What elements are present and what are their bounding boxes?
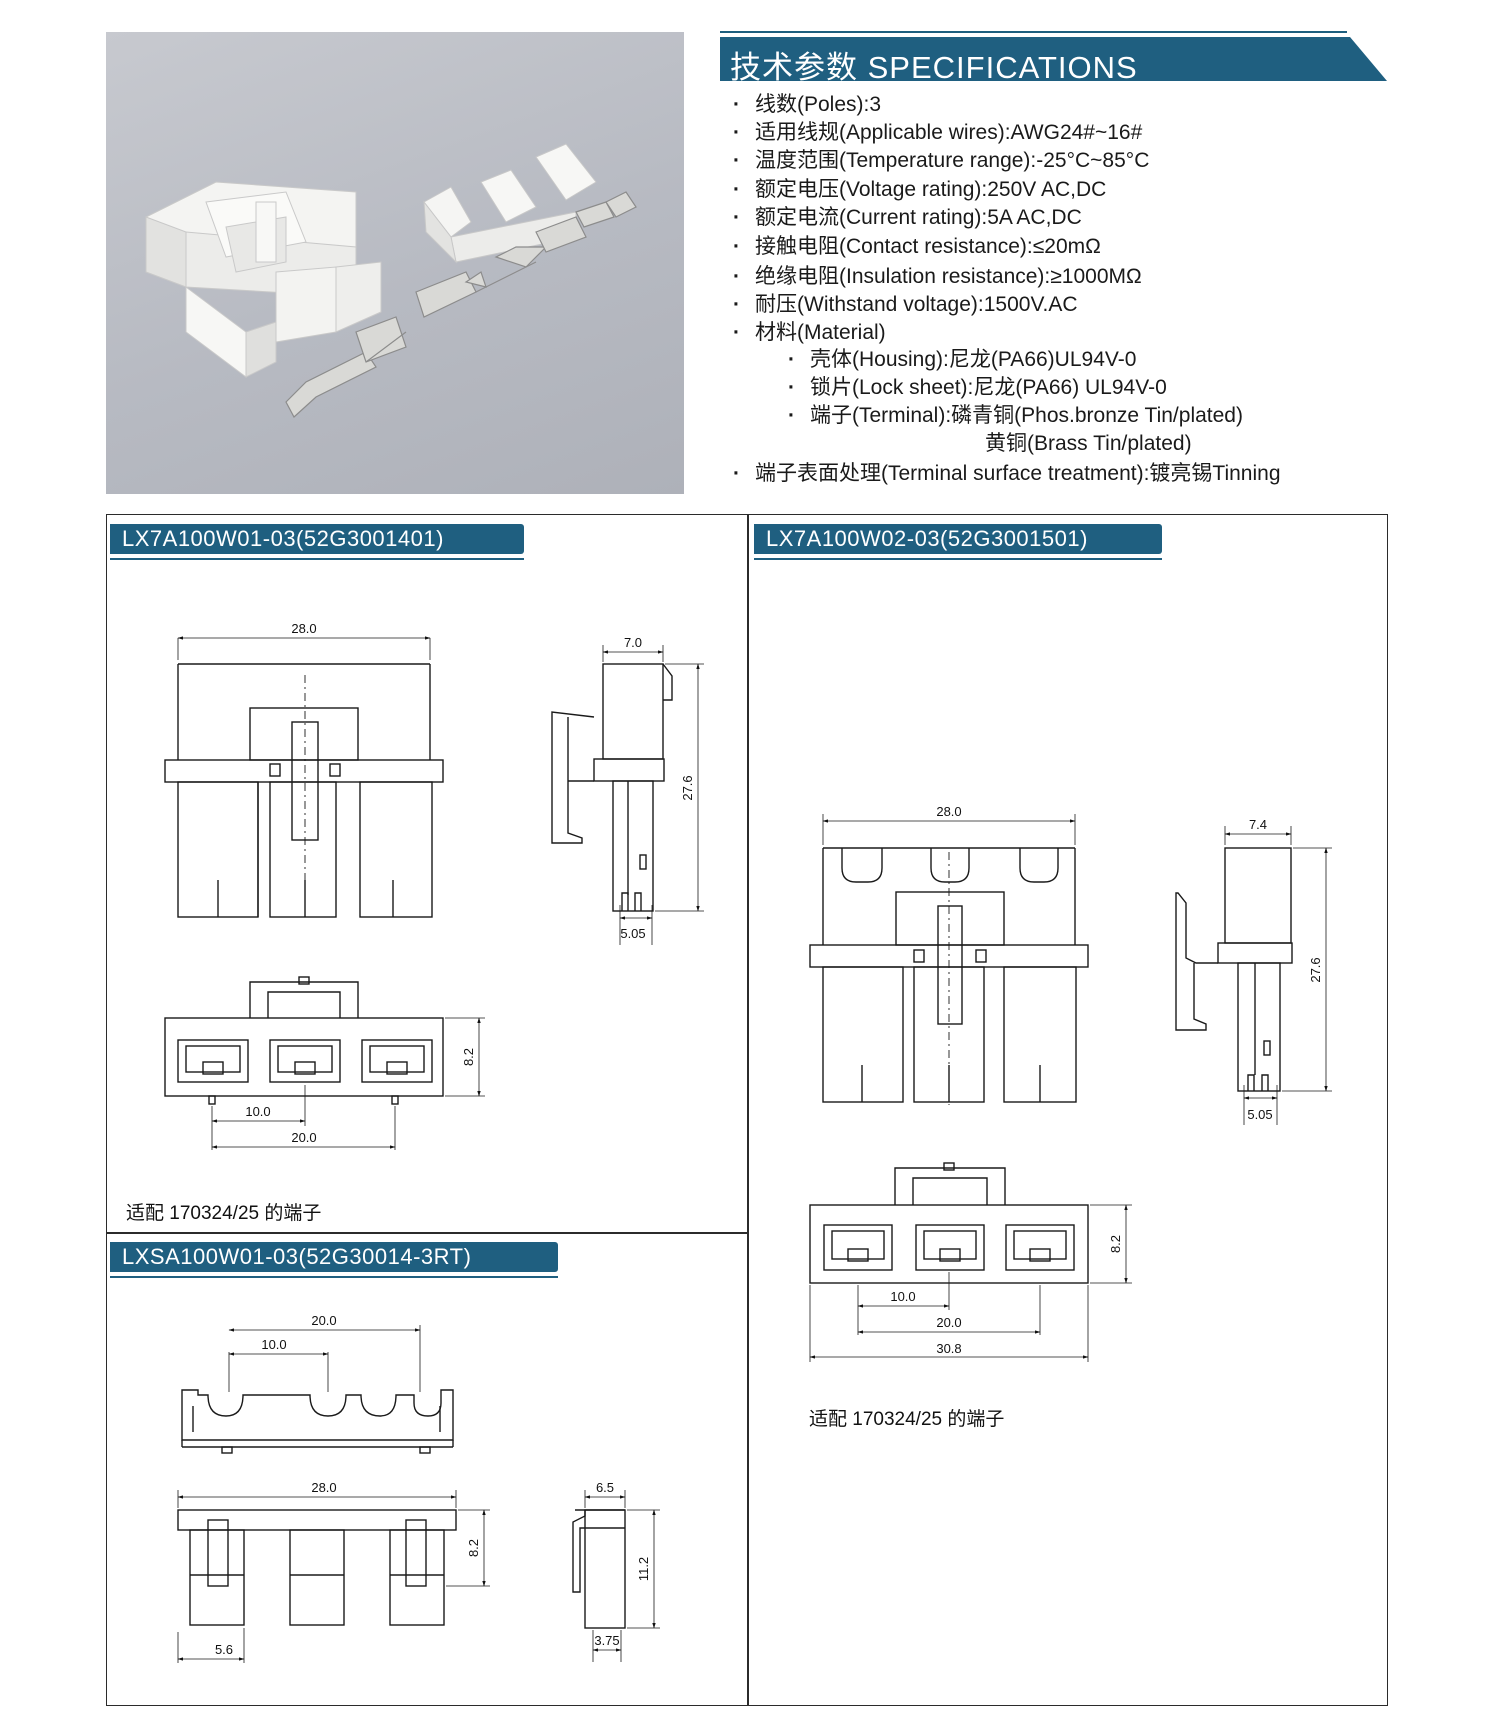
dim-p2-width: 28.0 xyxy=(936,804,961,819)
dim-p1-height: 27.6 xyxy=(680,775,695,800)
p1-front-view xyxy=(164,636,444,920)
bullet-icon: · xyxy=(733,293,740,316)
bullet-icon: · xyxy=(733,321,740,344)
terminal-note-p1: 适配 170324/25 的端子 xyxy=(126,1203,322,1224)
p3-front-view xyxy=(177,1490,490,1663)
spec-item-text: 端子表面处理(Terminal surface treatment):镀亮锡Ti… xyxy=(755,462,1281,485)
part-label-underline xyxy=(754,558,1162,560)
bullet-icon: · xyxy=(733,149,740,172)
p3-side-view xyxy=(572,1490,660,1662)
p1-cavity-1 xyxy=(177,1039,249,1083)
spec-item-text: 额定电流(Current rating):5A AC,DC xyxy=(755,206,1082,229)
part-label-p1: LX7A100W01-03(52G3001401) xyxy=(110,524,524,554)
spec-item-text: 材料(Material) xyxy=(755,321,886,344)
part-label-p2: LX7A100W02-03(52G3001501) xyxy=(754,524,1162,554)
spec-title-banner: 技术参数 SPECIFICATIONS xyxy=(720,37,1387,85)
frame-divider-vertical xyxy=(747,514,749,1706)
bullet-icon: · xyxy=(733,178,740,201)
spec-item-text: 绝缘电阻(Insulation resistance):≥1000MΩ xyxy=(755,265,1142,288)
spec-item-text: 端子(Terminal):磷青铜(Phos.bronze Tin/plated) xyxy=(810,404,1243,427)
spec-item: · 材料(Material) xyxy=(733,320,886,346)
dim-p2-face-height: 8.2 xyxy=(1108,1235,1123,1253)
dim-p3-pitch: 10.0 xyxy=(261,1337,286,1352)
housing-image xyxy=(145,181,382,378)
p2-front-view xyxy=(809,814,1089,1105)
dim-p2-height: 27.6 xyxy=(1308,957,1323,982)
spec-item-text: 接触电阻(Contact resistance):≤20mΩ xyxy=(755,235,1101,258)
lock-sheet-image xyxy=(423,143,597,264)
bullet-icon: · xyxy=(788,404,795,427)
part-label-underline xyxy=(110,558,524,560)
spec-item: · 额定电压(Voltage rating):250V AC,DC xyxy=(733,177,1106,203)
bullet-icon: · xyxy=(733,235,740,258)
dimension-labels: 28.0 7.0 27.6 5.05 8.2 10.0 20.0 28.0 7.… xyxy=(215,621,1323,1657)
spec-item: · 额定电流(Current rating):5A AC,DC xyxy=(733,205,1082,231)
spec-item-text: 温度范围(Temperature range):-25°C~85°C xyxy=(755,149,1150,172)
spec-item: · 线数(Poles):3 xyxy=(733,92,881,118)
part-label-p3: LXSA100W01-03(52G30014-3RT) xyxy=(110,1242,558,1272)
spec-item-text: 额定电压(Voltage rating):250V AC,DC xyxy=(755,178,1107,201)
bullet-icon: · xyxy=(733,462,740,485)
dim-p2-side-width: 7.4 xyxy=(1249,817,1267,832)
p2-face-view xyxy=(809,1162,1132,1362)
spec-item-text: 耐压(Withstand voltage):1500V.AC xyxy=(755,293,1078,316)
p1-cavity-3 xyxy=(361,1039,433,1083)
p2-side-view xyxy=(1175,826,1332,1125)
dim-p3-side-width: 6.5 xyxy=(596,1480,614,1495)
dim-p3-height: 8.2 xyxy=(466,1539,481,1557)
dim-p1-side-width: 7.0 xyxy=(624,635,642,650)
spec-title-rule xyxy=(720,31,1347,33)
spec-item-text: 线数(Poles):3 xyxy=(755,93,882,116)
bullet-icon: · xyxy=(788,348,795,371)
spec-item: · 适用线规(Applicable wires):AWG24#~16# xyxy=(733,120,1142,146)
dim-p3-span: 20.0 xyxy=(311,1313,336,1328)
bullet-icon: · xyxy=(733,121,740,144)
p1-side-view xyxy=(551,645,704,945)
spec-item-text: 黄铜(Brass Tin/plated) xyxy=(985,432,1192,455)
dim-p2-span: 20.0 xyxy=(936,1315,961,1330)
spec-item: · 壳体(Housing):尼龙(PA66)UL94V-0 xyxy=(788,347,1136,373)
bullet-icon: · xyxy=(733,93,740,116)
dim-p2-side-bottom: 5.05 xyxy=(1247,1107,1272,1122)
p2-cavity-3 xyxy=(1005,1224,1075,1271)
product-photo xyxy=(106,32,684,494)
spec-item: · 接触电阻(Contact resistance):≤20mΩ xyxy=(733,234,1101,260)
spec-item-text: 壳体(Housing):尼龙(PA66)UL94V-0 xyxy=(810,348,1137,371)
p2-cavity-1 xyxy=(823,1224,893,1271)
dim-p3-bottom: 5.6 xyxy=(215,1642,233,1657)
spec-title: 技术参数 SPECIFICATIONS xyxy=(730,50,1138,85)
spec-item-text: 适用线规(Applicable wires):AWG24#~16# xyxy=(755,121,1143,144)
dim-p2-total: 30.8 xyxy=(936,1341,961,1356)
spec-item: · 锁片(Lock sheet):尼龙(PA66) UL94V-0 xyxy=(788,375,1167,401)
bullet-icon: · xyxy=(733,206,740,229)
part-label-underline xyxy=(110,1276,558,1278)
spec-item: 黄铜(Brass Tin/plated) xyxy=(963,431,1192,457)
dim-p2-pitch: 10.0 xyxy=(890,1289,915,1304)
bullet-icon: · xyxy=(733,265,740,288)
dim-p1-width: 28.0 xyxy=(291,621,316,636)
dim-p3-side-height: 11.2 xyxy=(636,1557,651,1581)
dim-p1-span: 20.0 xyxy=(291,1130,316,1145)
p2-cavity-2 xyxy=(915,1224,985,1271)
p1-face-view xyxy=(164,976,485,1150)
frame-divider-horizontal xyxy=(106,1232,748,1234)
dim-p3-side-bottom: 3.75 xyxy=(594,1633,619,1648)
dim-p1-pitch: 10.0 xyxy=(245,1104,270,1119)
bullet-icon: · xyxy=(788,376,795,399)
dim-p1-face-height: 8.2 xyxy=(461,1048,476,1066)
dim-p1-side-bottom: 5.05 xyxy=(620,926,645,941)
terminal-note-p2: 适配 170324/25 的端子 xyxy=(809,1409,1005,1430)
terminal-strip-image xyxy=(285,191,637,418)
spec-item: · 端子表面处理(Terminal surface treatment):镀亮锡T… xyxy=(733,461,1281,487)
spec-item-text: 锁片(Lock sheet):尼龙(PA66) UL94V-0 xyxy=(810,376,1167,399)
p1-cavity-2 xyxy=(269,1039,341,1083)
spec-item: · 端子(Terminal):磷青铜(Phos.bronze Tin/plated… xyxy=(788,403,1243,429)
p3-top-view xyxy=(181,1325,454,1454)
spec-item: · 耐压(Withstand voltage):1500V.AC xyxy=(733,292,1078,318)
spec-item: · 绝缘电阻(Insulation resistance):≥1000MΩ xyxy=(733,264,1142,290)
dim-p3-width: 28.0 xyxy=(311,1480,336,1495)
spec-item: · 温度范围(Temperature range):-25°C~85°C xyxy=(733,148,1149,174)
